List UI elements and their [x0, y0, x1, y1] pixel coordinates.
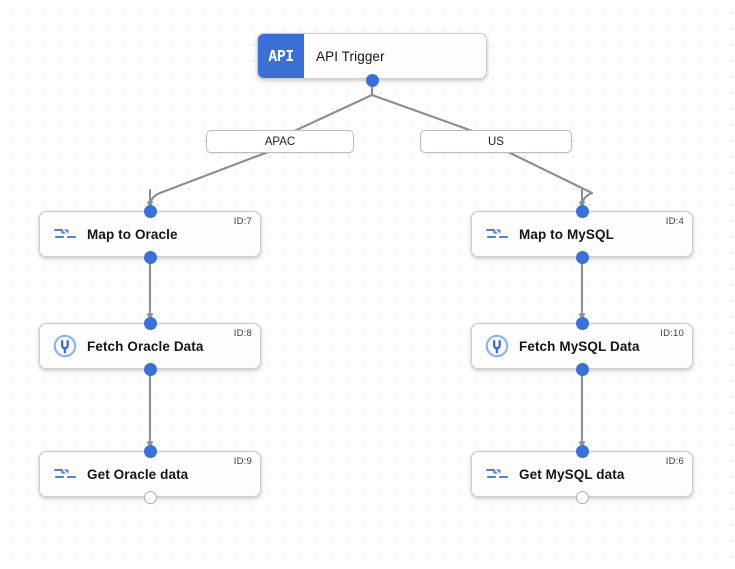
branch-label-text: APAC [264, 135, 296, 148]
map-arrows-icon [52, 461, 78, 487]
node-id-badge: ID:4 [665, 216, 684, 227]
node-id-badge: ID:8 [233, 328, 252, 339]
edge-apac-to-map-oracle [148, 150, 270, 208]
node-title: Get MySQL data [519, 466, 625, 482]
map-arrows-icon [484, 221, 510, 247]
edge-trigger-to-us [370, 84, 480, 135]
branch-label-apac[interactable]: APAC [206, 130, 354, 153]
edge-us-to-map-mysql [506, 150, 594, 208]
node-id-badge: ID:6 [665, 456, 684, 467]
node-id-badge: ID:7 [233, 216, 252, 227]
port-map-to-oracle-in[interactable] [144, 205, 157, 218]
branch-label-us[interactable]: US [420, 130, 572, 153]
branch-label-text: US [488, 135, 504, 148]
node-title: Map to Oracle [87, 226, 178, 242]
port-api-trigger-out[interactable] [366, 74, 379, 87]
port-fetch-oracle-data-out[interactable] [144, 363, 157, 376]
node-get-oracle-data[interactable]: Get Oracle data ID:9 [39, 451, 261, 497]
edge-trigger-to-apac [288, 84, 374, 135]
node-id-badge: ID:9 [233, 456, 252, 467]
node-fetch-mysql-data[interactable]: Fetch MySQL Data ID:10 [471, 323, 693, 369]
node-title: Fetch MySQL Data [519, 338, 640, 354]
node-title: Get Oracle data [87, 466, 189, 482]
port-get-oracle-data-out[interactable] [144, 491, 157, 504]
connector-plug-icon [52, 333, 78, 359]
connector-plug-icon [484, 333, 510, 359]
port-get-mysql-data-out[interactable] [576, 491, 589, 504]
node-fetch-oracle-data[interactable]: Fetch Oracle Data ID:8 [39, 323, 261, 369]
node-id-badge: ID:10 [660, 328, 684, 339]
port-get-oracle-data-in[interactable] [144, 445, 157, 458]
map-arrows-icon [52, 221, 78, 247]
map-arrows-icon [484, 461, 510, 487]
node-title: Map to MySQL [519, 226, 614, 242]
node-api-trigger[interactable]: API API Trigger [257, 33, 487, 79]
port-fetch-mysql-data-out[interactable] [576, 363, 589, 376]
node-get-mysql-data[interactable]: Get MySQL data ID:6 [471, 451, 693, 497]
node-body: API Trigger [304, 34, 486, 78]
port-fetch-mysql-data-in[interactable] [576, 317, 589, 330]
port-fetch-oracle-data-in[interactable] [144, 317, 157, 330]
port-map-to-mysql-out[interactable] [576, 251, 589, 264]
port-map-to-mysql-in[interactable] [576, 205, 589, 218]
node-title: Fetch Oracle Data [87, 338, 204, 354]
node-title: API Trigger [316, 48, 385, 64]
api-badge-icon: API [258, 34, 304, 78]
port-map-to-oracle-out[interactable] [144, 251, 157, 264]
port-get-mysql-data-in[interactable] [576, 445, 589, 458]
